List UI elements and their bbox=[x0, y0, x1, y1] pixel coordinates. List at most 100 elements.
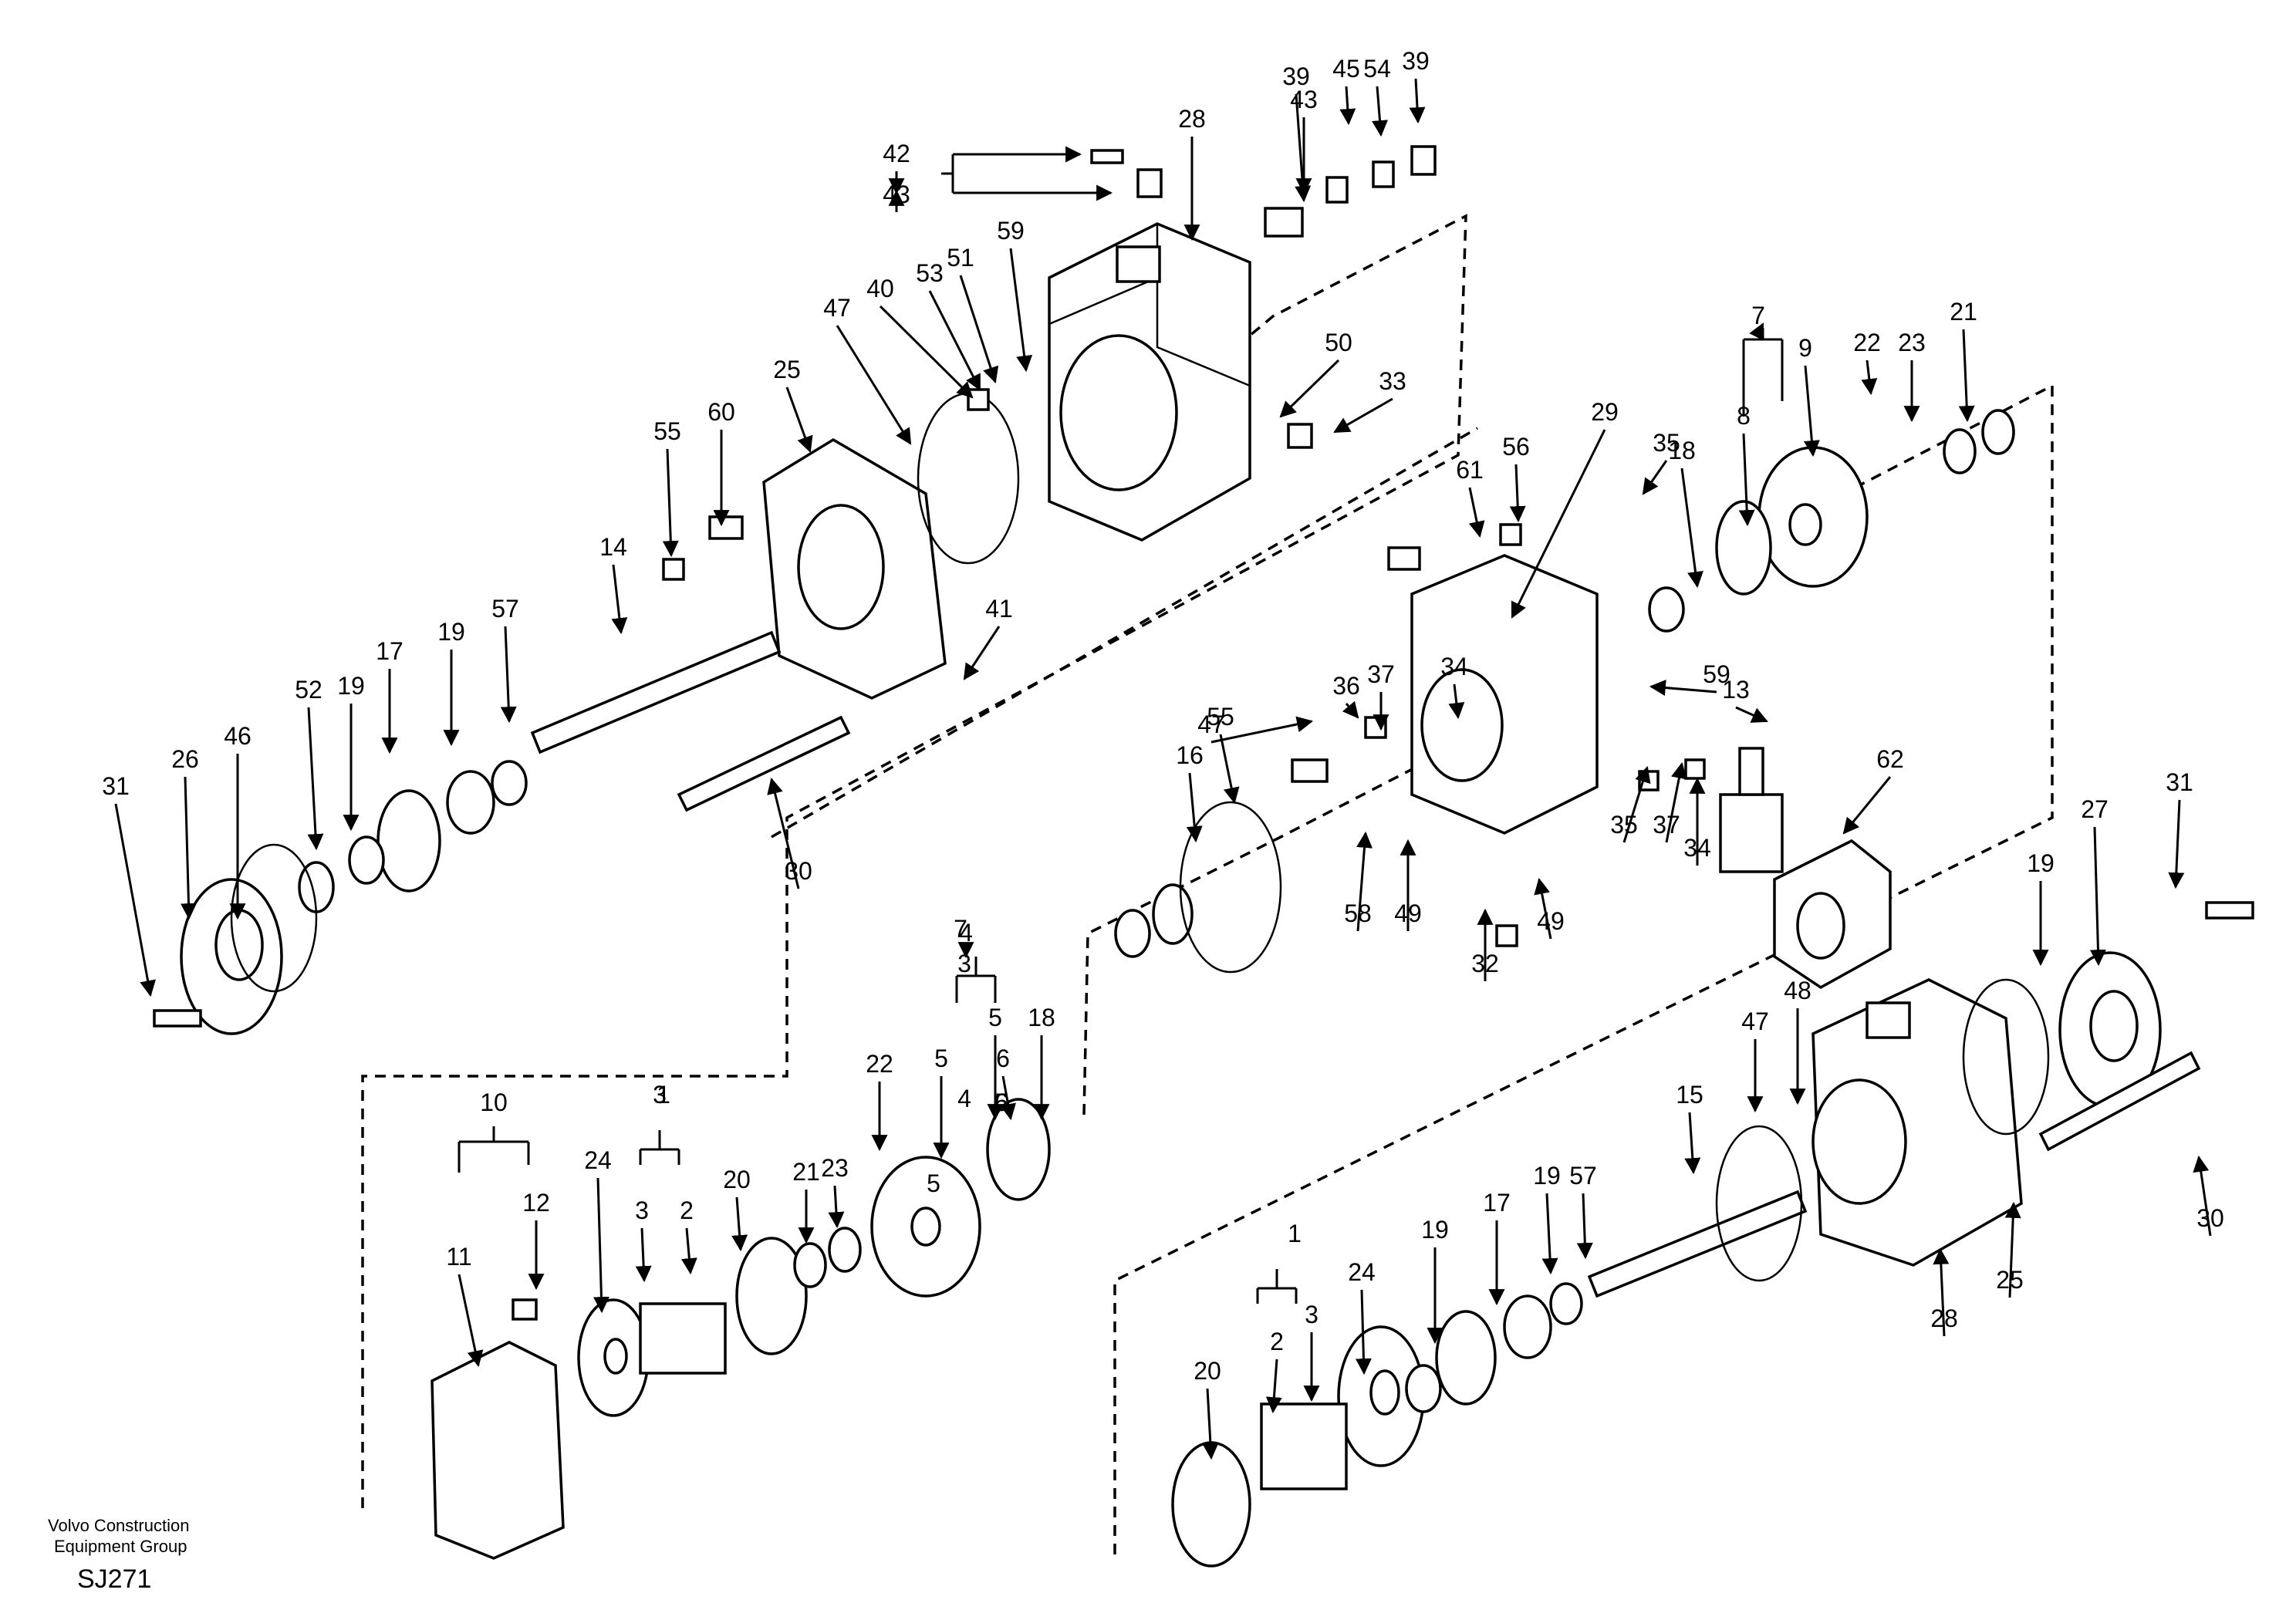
callout-label: 19 bbox=[1533, 1162, 1561, 1190]
callout-label: 47 bbox=[1197, 710, 1225, 738]
callout-label: 29 bbox=[1591, 398, 1619, 426]
leader-line bbox=[1649, 680, 1717, 697]
drawing-id: SJ271 bbox=[77, 1564, 151, 1594]
callout-label: 19 bbox=[437, 618, 465, 646]
valve-plate-6 bbox=[986, 1098, 1051, 1201]
callout-label: 16 bbox=[1176, 741, 1204, 769]
callout-label: 31 bbox=[2166, 768, 2193, 796]
footer-block: Volvo Construction Equipment Group SJ271 bbox=[48, 1516, 189, 1594]
callout-label: 36 bbox=[1332, 672, 1360, 700]
shoe-plate-24-left bbox=[577, 1298, 650, 1417]
leader-line bbox=[680, 1227, 697, 1275]
callout-label: 52 bbox=[295, 676, 322, 704]
pump-housing-28-upper bbox=[1048, 222, 1251, 542]
bolt-30-upper bbox=[677, 715, 851, 812]
callout-label: 25 bbox=[1996, 1266, 2024, 1294]
callout-label: 7 bbox=[954, 915, 967, 943]
callout-label: 59 bbox=[997, 217, 1025, 245]
callout-label: 25 bbox=[773, 356, 801, 383]
valve-block-29 bbox=[1410, 554, 1599, 835]
leader-line bbox=[1622, 765, 1651, 843]
callout-label: 57 bbox=[491, 595, 519, 623]
callout-label: 8 bbox=[1737, 402, 1751, 430]
callout-label: 47 bbox=[1741, 1007, 1769, 1035]
leader-line bbox=[1372, 86, 1388, 137]
leader-line bbox=[1642, 460, 1668, 495]
leader-line bbox=[1186, 772, 1203, 843]
solenoid-13 bbox=[1719, 747, 1784, 873]
callout-label: 22 bbox=[866, 1050, 893, 1078]
callout-label: 50 bbox=[1325, 329, 1352, 356]
drive-shaft-14 bbox=[530, 630, 782, 754]
swash-plate-11 bbox=[430, 1298, 565, 1560]
leader-line bbox=[2193, 1155, 2212, 1237]
callout-label: 6 bbox=[996, 1045, 1010, 1072]
leader-line bbox=[2168, 799, 2185, 889]
leader-line bbox=[458, 1274, 484, 1368]
leader-line bbox=[662, 448, 679, 558]
leader-line bbox=[828, 1185, 845, 1229]
callout-label: 55 bbox=[653, 417, 681, 445]
callout-label: 35 bbox=[1653, 429, 1680, 457]
callout-label: 26 bbox=[171, 745, 199, 773]
leader-line bbox=[1000, 1075, 1016, 1121]
callout-label: 43 bbox=[883, 181, 910, 208]
callout-label: 30 bbox=[2196, 1204, 2224, 1232]
leader-line bbox=[1735, 706, 1768, 723]
callout-label: 40 bbox=[866, 275, 894, 302]
leader-line bbox=[1680, 467, 1703, 589]
callout-label: 5 bbox=[988, 1004, 1002, 1031]
leader-line bbox=[1684, 1112, 1701, 1175]
callout-label: 3 bbox=[957, 950, 971, 977]
leader-line bbox=[1333, 397, 1393, 434]
leader-line bbox=[500, 626, 517, 724]
callout-label: 19 bbox=[337, 672, 365, 700]
callout-label: 5 bbox=[927, 1169, 940, 1197]
callout-label: 53 bbox=[916, 259, 944, 287]
flange-cover-25 bbox=[762, 437, 947, 700]
callout-label: 39 bbox=[1282, 62, 1310, 90]
callout-label: 1 bbox=[1288, 1220, 1302, 1247]
valve-plate-9 bbox=[1715, 500, 1772, 596]
callout-label: 51 bbox=[947, 244, 974, 272]
callout-label: 11 bbox=[446, 1243, 471, 1271]
callout-label: 54 bbox=[1363, 55, 1391, 83]
drive-shaft-15 bbox=[1587, 1190, 1808, 1298]
retainer-plate-20-left bbox=[735, 1237, 808, 1355]
callout-label: 21 bbox=[1950, 298, 1977, 326]
callout-label: 48 bbox=[1784, 977, 1811, 1004]
leader-line bbox=[1355, 1289, 1372, 1375]
leader-line bbox=[963, 626, 1001, 680]
leader-line bbox=[593, 1177, 609, 1314]
leader-line bbox=[1842, 776, 1892, 835]
callout-label: 34 bbox=[1440, 653, 1468, 680]
callout-label: 17 bbox=[1483, 1189, 1511, 1217]
piston-set-1-right bbox=[1260, 1402, 1348, 1490]
callout-label: 58 bbox=[1344, 899, 1372, 927]
callout-label: 61 bbox=[1456, 456, 1484, 484]
leader-line bbox=[1958, 329, 1975, 423]
callout-label: 12 bbox=[522, 1189, 550, 1217]
callout-label: 55 bbox=[1207, 703, 1234, 731]
leader-line bbox=[1933, 1247, 1950, 1337]
leader-line bbox=[635, 1227, 652, 1283]
regulator-62 bbox=[1773, 839, 1892, 990]
callout-label: 57 bbox=[1569, 1162, 1597, 1190]
leader-line bbox=[1576, 1193, 1593, 1260]
callout-label: 30 bbox=[785, 857, 812, 885]
callout-label: 31 bbox=[102, 772, 130, 800]
callout-label: 27 bbox=[2081, 795, 2109, 823]
callout-label: 5 bbox=[934, 1045, 948, 1072]
leader-line bbox=[1749, 322, 1764, 341]
callout-label: 21 bbox=[792, 1158, 820, 1186]
leader-line bbox=[2004, 1201, 2021, 1298]
leader-line bbox=[1511, 429, 1606, 619]
leader-line bbox=[307, 707, 324, 851]
callout-label: 37 bbox=[1653, 811, 1680, 839]
callout-label: 18 bbox=[1028, 1004, 1055, 1031]
callout-label: 15 bbox=[1676, 1081, 1703, 1109]
callout-label: 49 bbox=[1537, 907, 1565, 935]
callout-label: 35 bbox=[1610, 811, 1638, 839]
retainer-plate-20-right bbox=[1171, 1441, 1251, 1568]
